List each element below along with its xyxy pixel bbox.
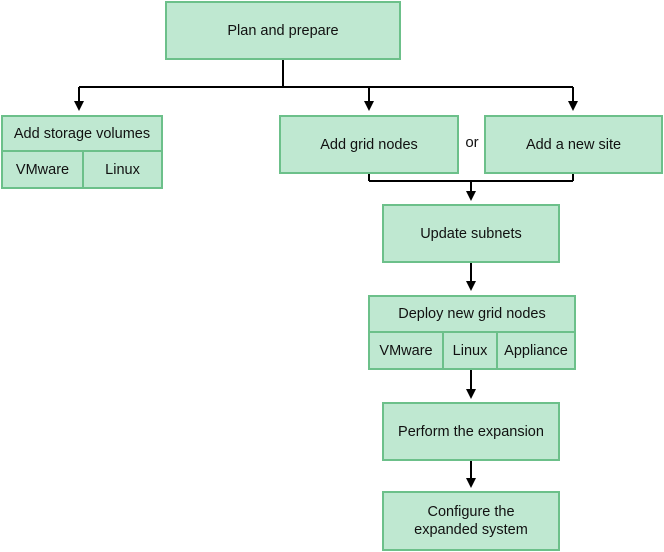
node-update-subnets-label: Update subnets <box>420 225 522 242</box>
cell-label: Linux <box>452 342 488 359</box>
cell-label: Linux <box>105 161 140 178</box>
cell-label: Appliance <box>504 342 568 359</box>
node-add-storage-volumes: Add storage volumes <box>1 115 163 152</box>
node-add-grid-nodes: Add grid nodes <box>279 115 459 174</box>
node-deploy-new-grid-nodes: Deploy new grid nodes <box>368 295 576 333</box>
node-deploy-label: Deploy new grid nodes <box>398 306 546 322</box>
node-configure-label-line1: Configure the <box>427 504 515 520</box>
node-add-new-site: Add a new site <box>484 115 663 174</box>
node-plan-and-prepare: Plan and prepare <box>165 1 401 60</box>
cell-add-storage-vmware: VMware <box>1 150 84 189</box>
or-label: or <box>465 134 479 151</box>
cell-deploy-vmware: VMware <box>368 331 444 370</box>
node-update-subnets: Update subnets <box>382 204 560 263</box>
cell-add-storage-linux: Linux <box>82 150 163 189</box>
cell-label: VMware <box>379 342 433 359</box>
cell-deploy-appliance: Appliance <box>496 331 576 370</box>
cell-deploy-linux: Linux <box>442 331 498 370</box>
node-configure-label-line2: expanded system <box>414 522 528 538</box>
node-add-grid-nodes-label: Add grid nodes <box>320 136 418 153</box>
node-perform-label: Perform the expansion <box>398 423 544 440</box>
node-perform-expansion: Perform the expansion <box>382 402 560 461</box>
node-plan-label: Plan and prepare <box>227 22 339 39</box>
cell-label: VMware <box>15 161 70 178</box>
node-configure-expanded-system: Configure the expanded system <box>382 491 560 551</box>
node-add-storage-label: Add storage volumes <box>13 125 151 142</box>
node-add-site-label: Add a new site <box>525 136 622 153</box>
